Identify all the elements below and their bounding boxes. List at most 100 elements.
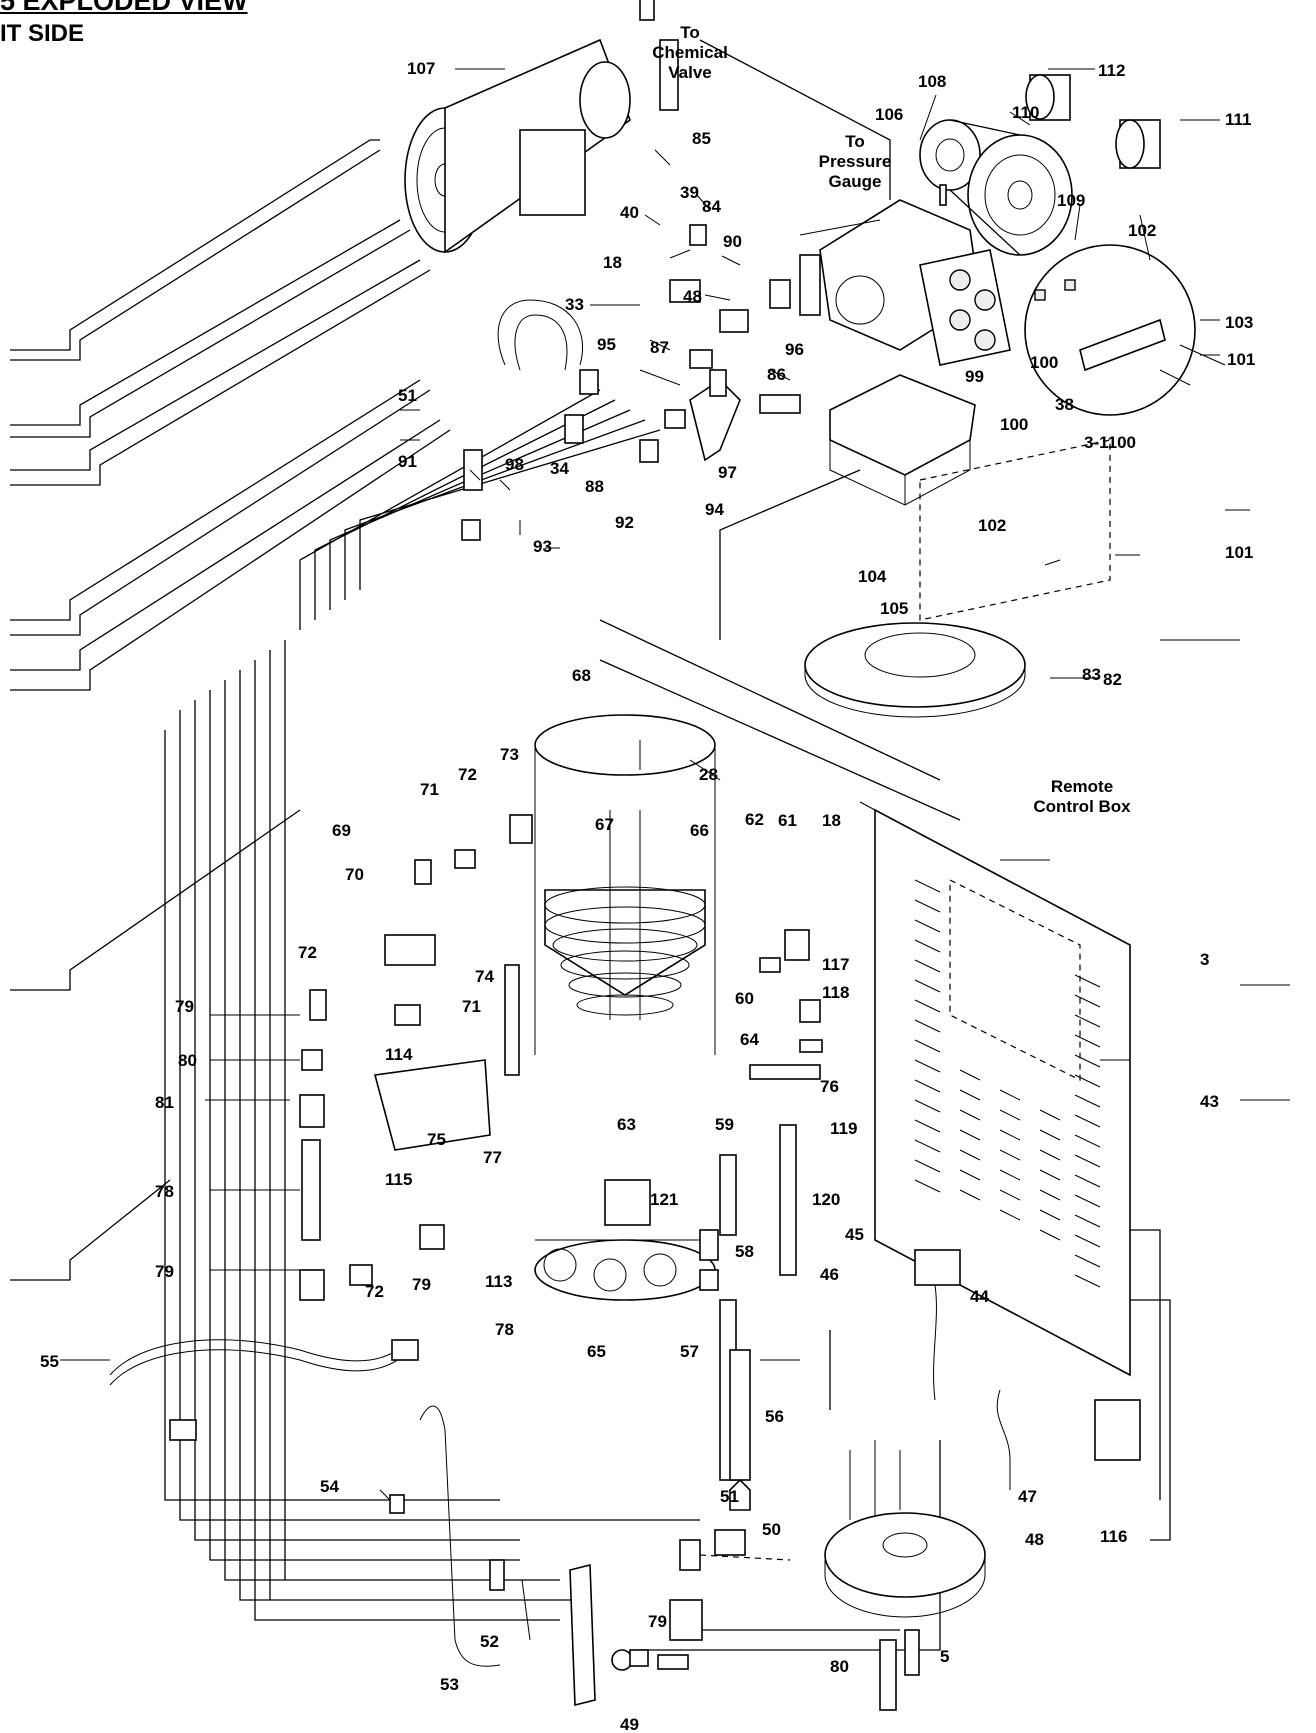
callout-label: 121 bbox=[650, 1190, 678, 1209]
callout-label: 79 bbox=[155, 1262, 174, 1281]
callout-label: 93 bbox=[533, 537, 552, 556]
svg-text:Gauge: Gauge bbox=[829, 172, 882, 191]
callout-label: 95 bbox=[597, 335, 616, 354]
callout-label: 79 bbox=[648, 1612, 667, 1631]
callout-label: 71 bbox=[420, 780, 439, 799]
callout-label: 66 bbox=[690, 821, 709, 840]
callout-label: 100 bbox=[1030, 353, 1058, 372]
coil-cover bbox=[804, 622, 1026, 718]
callout-label: 45 bbox=[845, 1225, 864, 1244]
lower-fittings bbox=[109, 439, 1141, 1707]
callout-label: 85 bbox=[692, 129, 711, 148]
callout-label: 107 bbox=[407, 59, 435, 78]
kit-label: 3-1100 bbox=[1084, 433, 1136, 452]
callout-label: 70 bbox=[345, 865, 364, 884]
callout-label: 56 bbox=[765, 1407, 784, 1426]
callout-label: 60 bbox=[735, 989, 754, 1008]
callout-label: 64 bbox=[740, 1030, 759, 1049]
callout-label: 117 bbox=[822, 955, 849, 974]
motor bbox=[404, 0, 679, 254]
callout-label: 72 bbox=[458, 765, 477, 784]
callout-label: 97 bbox=[718, 463, 737, 482]
callout-label: 53 bbox=[440, 1675, 459, 1694]
callout-label: 102 bbox=[978, 516, 1006, 535]
callout-label: 80 bbox=[178, 1051, 197, 1070]
callout-label: 3 bbox=[1200, 950, 1209, 969]
callout-label: 40 bbox=[620, 203, 639, 222]
callout-label: 67 bbox=[595, 815, 614, 834]
page-subtitle: IT SIDE bbox=[0, 20, 85, 47]
callout-label: 72 bbox=[298, 943, 317, 962]
callout-label: 50 bbox=[762, 1520, 781, 1539]
callout-label: 109 bbox=[1057, 191, 1085, 210]
callout-label: 86 bbox=[767, 365, 786, 384]
callout-label: 79 bbox=[175, 997, 194, 1016]
fittings-top bbox=[461, 224, 821, 541]
svg-text:To: To bbox=[845, 132, 865, 151]
note-chemical-valve: To Chemical Valve bbox=[652, 23, 728, 82]
callout-label: 103 bbox=[1225, 313, 1253, 332]
note-remote-control-box: Remote Control Box bbox=[1033, 777, 1131, 816]
callout-label: 99 bbox=[965, 367, 984, 386]
callout-label: 119 bbox=[830, 1119, 857, 1138]
callout-label: 57 bbox=[680, 1342, 699, 1361]
callout-label: 38 bbox=[1055, 395, 1074, 414]
callout-label: 90 bbox=[723, 232, 742, 251]
callout-label: 104 bbox=[858, 567, 887, 586]
callout-label: 58 bbox=[735, 1242, 754, 1261]
callout-label: 75 bbox=[427, 1130, 446, 1149]
callout-label: 113 bbox=[485, 1272, 512, 1291]
callout-label: 81 bbox=[155, 1093, 174, 1112]
callout-label: 118 bbox=[822, 983, 849, 1002]
kit-detail-circle bbox=[1024, 244, 1226, 416]
fittings-left bbox=[299, 814, 533, 1301]
callout-label: 49 bbox=[620, 1715, 639, 1733]
note-pressure-gauge: To Pressure Gauge bbox=[819, 132, 892, 191]
burner-assembly bbox=[824, 1249, 1011, 1711]
callout-label: 83 bbox=[1082, 665, 1101, 684]
callout-label: 48 bbox=[683, 287, 702, 306]
callout-label: 112 bbox=[1098, 61, 1125, 80]
callout-label: 59 bbox=[715, 1115, 734, 1134]
callout-label: 5 bbox=[940, 1647, 949, 1666]
callout-label: 69 bbox=[332, 821, 351, 840]
callout-label: 46 bbox=[820, 1265, 839, 1284]
callout-label: 108 bbox=[918, 72, 946, 91]
svg-text:Pressure: Pressure bbox=[819, 152, 892, 171]
callout-label: 78 bbox=[155, 1182, 174, 1201]
callout-label: 78 bbox=[495, 1320, 514, 1339]
panel-vents bbox=[914, 879, 1101, 1288]
callout-label: 74 bbox=[475, 967, 494, 986]
callout-label: 92 bbox=[615, 513, 634, 532]
page-header: 5 EXPLODED VIEW IT SIDE bbox=[0, 0, 420, 60]
callout-label: 115 bbox=[385, 1170, 412, 1189]
callout-label: 43 bbox=[1200, 1092, 1219, 1111]
callout-label: 114 bbox=[385, 1045, 413, 1064]
control-panel bbox=[859, 801, 1131, 1377]
callout-label: 51 bbox=[720, 1487, 739, 1506]
svg-text:To: To bbox=[680, 23, 700, 42]
callout-label: 44 bbox=[970, 1287, 989, 1306]
callout-label: 94 bbox=[705, 500, 724, 519]
callout-label: 82 bbox=[1103, 670, 1122, 689]
callout-label: 65 bbox=[587, 1342, 606, 1361]
callout-label: 110 bbox=[1012, 103, 1039, 122]
callout-label: 76 bbox=[820, 1077, 839, 1096]
callout-label: 98 bbox=[505, 455, 524, 474]
callout-label: 101 bbox=[1225, 543, 1253, 562]
callout-label: 96 bbox=[785, 340, 804, 359]
callout-label: 111 bbox=[1225, 110, 1252, 129]
callout-label: 84 bbox=[702, 197, 721, 216]
leader-lines bbox=[60, 68, 1290, 1501]
callout-label: 88 bbox=[585, 477, 604, 496]
pump bbox=[819, 199, 1011, 366]
callout-label: 102 bbox=[1128, 221, 1156, 240]
callout-label: 120 bbox=[812, 1190, 840, 1209]
page-title: 5 EXPLODED VIEW bbox=[0, 0, 248, 16]
callout-label: 47 bbox=[1018, 1487, 1037, 1506]
callout-label: 51 bbox=[398, 386, 417, 405]
callout-label: 77 bbox=[483, 1148, 502, 1167]
callout-label: 68 bbox=[572, 666, 591, 685]
callout-label: 63 bbox=[617, 1115, 636, 1134]
